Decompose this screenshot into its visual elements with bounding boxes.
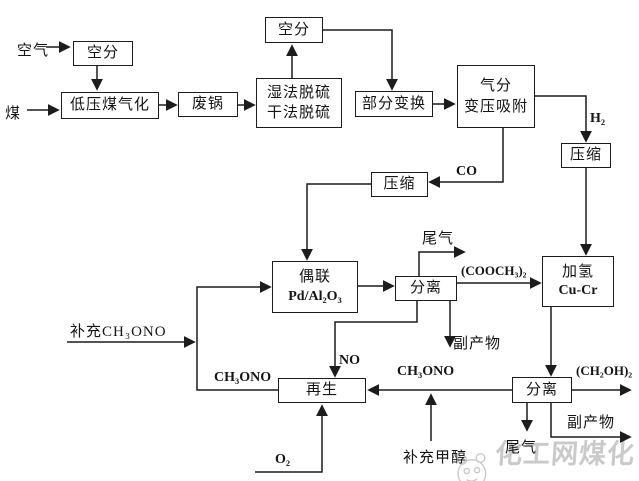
- node-air-separation-top: 空分: [73, 41, 133, 66]
- node-separation-2: 分离: [512, 377, 572, 403]
- label-tail-gas-top: 尾气: [422, 231, 455, 247]
- watermark: 化工网煤化工: [452, 432, 639, 481]
- label-air: 空气: [17, 43, 50, 59]
- node-label: 干法脱硫: [266, 105, 331, 121]
- node-h2-compression: 压缩: [561, 143, 611, 168]
- node-label: 压缩: [383, 176, 416, 193]
- node-label: 变压吸附: [463, 98, 528, 115]
- node-label: 气分: [479, 78, 512, 95]
- label-ethylene-glycol: (CH₂OH)₂: [576, 363, 633, 378]
- label-coal: 煤: [5, 106, 22, 122]
- node-label: 再生: [305, 382, 338, 399]
- node-separation-1: 分离: [395, 276, 457, 301]
- node-label: 废锅: [191, 96, 224, 113]
- node-label: 加氢: [561, 263, 594, 280]
- node-desulfurization: 湿法脱硫 干法脱硫: [256, 78, 342, 128]
- node-label: 部分变换: [361, 95, 426, 112]
- edge-airsep2-to-shift: [323, 29, 398, 91]
- edge-psa-to-cocomp: [428, 128, 504, 188]
- node-coupling: 偶联 Pd/Al₂O₃: [272, 261, 358, 313]
- label-byproduct-2: 副产物: [567, 415, 616, 431]
- node-label: 空分: [86, 45, 119, 62]
- label-h2: H₂: [590, 111, 606, 126]
- node-air-separation-mid: 空分: [265, 17, 323, 43]
- edge-o2-to-regen: [255, 404, 328, 473]
- node-low-pressure-gasification: 低压煤气化: [61, 92, 159, 119]
- node-psa-gas-separation: 气分 变压吸附: [457, 65, 535, 128]
- label-makeup-methanol: 补充甲醇: [403, 450, 468, 466]
- node-label: 湿法脱硫: [266, 84, 331, 101]
- node-regeneration: 再生: [278, 378, 366, 403]
- edge-sep2-byproduct: [550, 403, 632, 443]
- node-co-compression: 压缩: [371, 172, 428, 197]
- label-tail-gas-bottom: 尾气: [505, 440, 538, 456]
- panda-face-logo: [457, 453, 487, 481]
- edge-regen-ch3ono-to-coupling: [196, 281, 278, 391]
- node-partial-shift: 部分变换: [355, 91, 433, 117]
- node-label: 分离: [409, 280, 442, 297]
- node-label: 低压煤气化: [69, 97, 150, 114]
- label-co: CO: [456, 164, 477, 179]
- node-hydrogenation: 加氢 Cu-Cr: [542, 256, 614, 307]
- node-label: 空分: [277, 21, 310, 38]
- edge-sep1-no-to-regen: [329, 301, 418, 378]
- label-dmo: (COOCH₃)₂: [461, 263, 527, 278]
- edge-sep1-tailgas: [418, 246, 466, 276]
- edge-cocomp-to-coupling: [301, 183, 371, 261]
- node-label: 偶联: [298, 269, 331, 286]
- label-ch3ono-right: CH₃ONO: [397, 364, 455, 379]
- label-byproduct-1: 副产物: [453, 336, 502, 352]
- node-label: 压缩: [569, 147, 602, 164]
- node-waste-boiler: 废锅: [178, 92, 238, 117]
- node-catalyst-label: Cu-Cr: [558, 283, 598, 299]
- edge-psa-to-h2comp: [535, 95, 592, 143]
- label-ch3ono-left: CH₃ONO: [214, 370, 272, 385]
- node-catalyst-label: Pd/Al₂O₃: [288, 288, 342, 304]
- node-label: 分离: [525, 381, 558, 398]
- label-o2: O₂: [275, 452, 291, 467]
- label-makeup-ch3ono: 补充CH₃ONO: [70, 324, 167, 340]
- label-no: NO: [339, 353, 360, 368]
